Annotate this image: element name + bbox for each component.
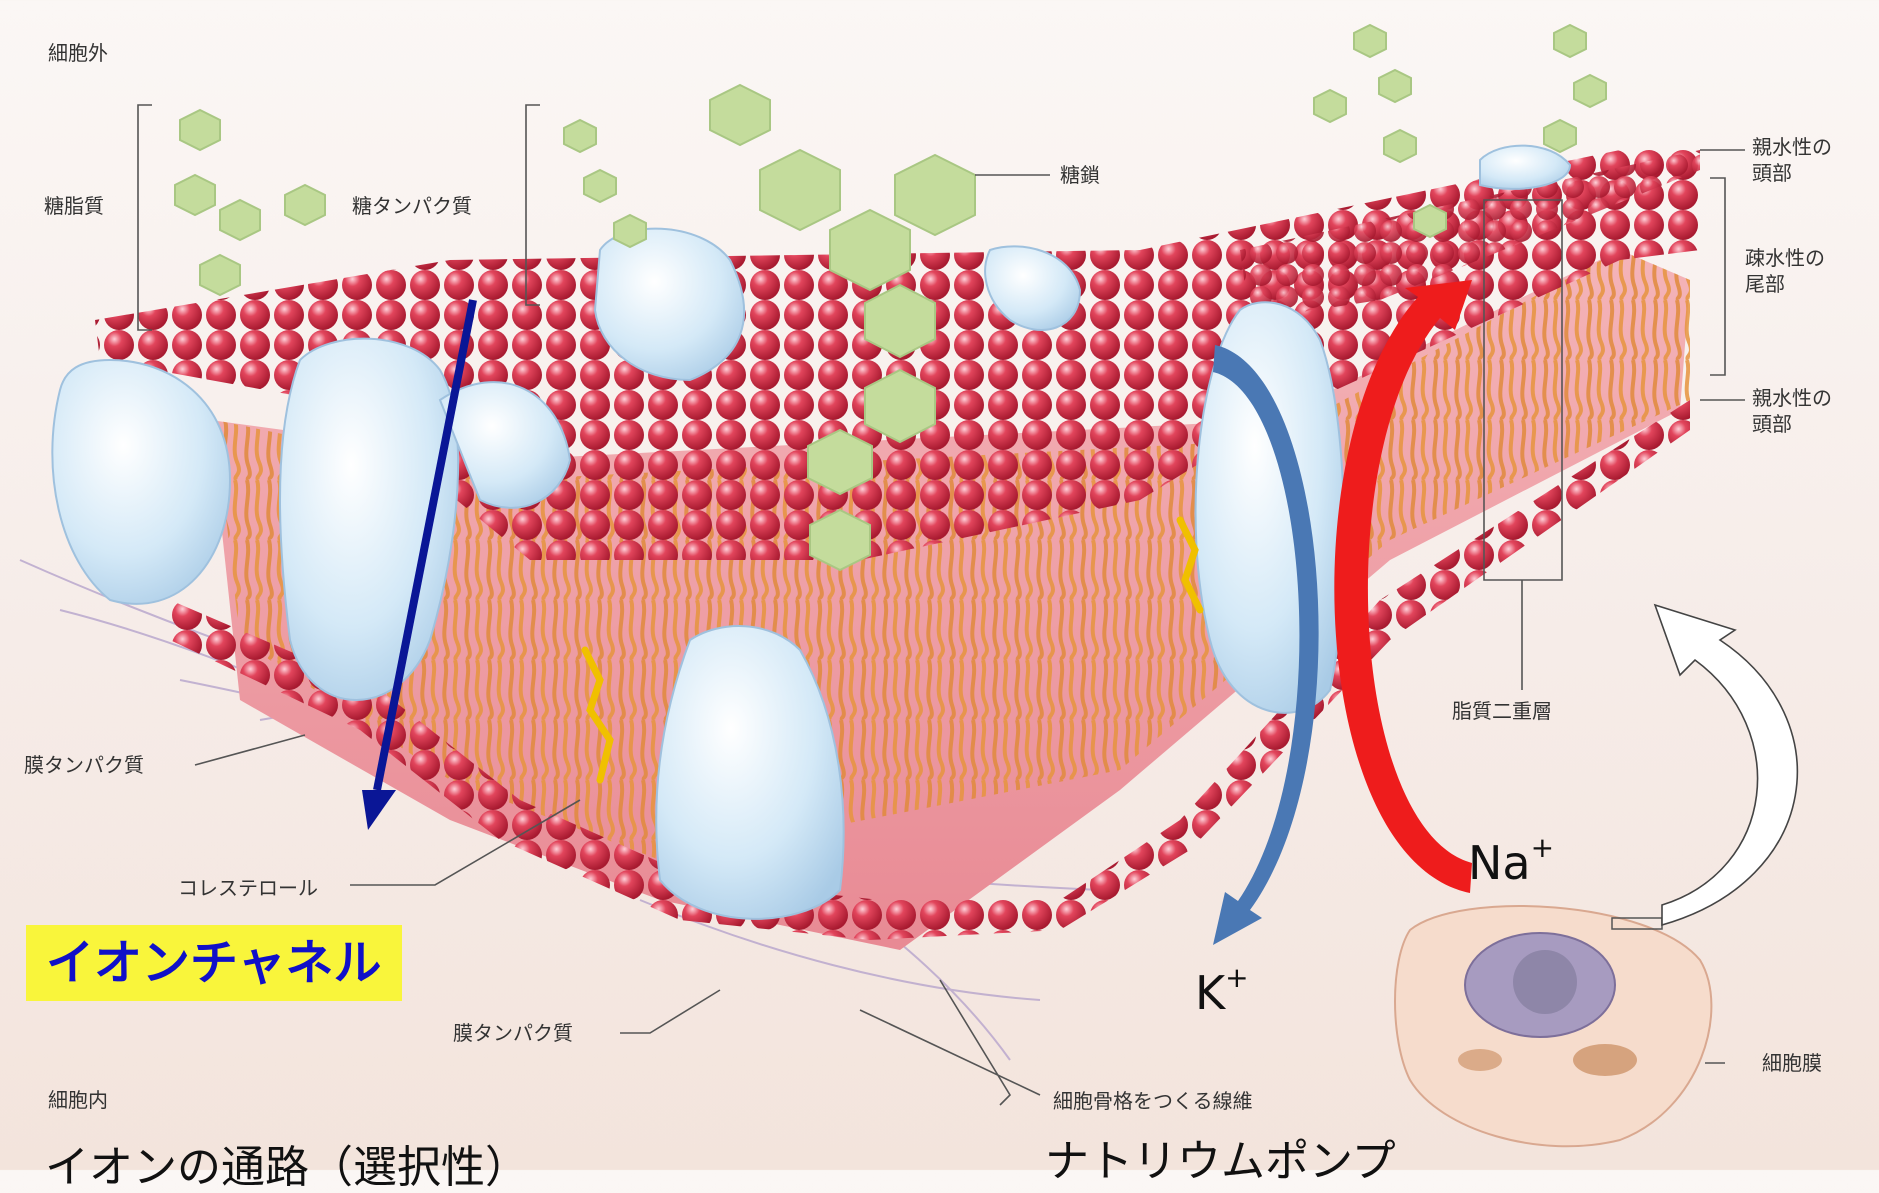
ion-pathway-caption: イオンの通路（選択性）	[45, 1146, 529, 1190]
label-hydrophilic-head-top: 親水性の 頭部	[1752, 134, 1832, 186]
label-cytoskeleton-fiber: 細胞骨格をつくる線維	[1053, 1088, 1253, 1114]
label-glycoprotein: 糖タンパク質	[352, 193, 472, 219]
label-membrane-protein-bottom: 膜タンパク質	[453, 1020, 573, 1046]
label-hydrophobic-tail: 疎水性の 尾部	[1745, 245, 1825, 297]
label-lipid-bilayer: 脂質二重層	[1452, 698, 1552, 724]
sodium-ion-label: Na+	[1468, 840, 1554, 886]
potassium-ion-label: K+	[1195, 970, 1249, 1016]
cell-illustration	[1395, 906, 1711, 1146]
label-cholesterol: コレステロール	[178, 875, 318, 901]
label-sugar-chain: 糖鎖	[1060, 162, 1100, 188]
sodium-pump-caption: ナトリウムポンプ	[1045, 1140, 1396, 1184]
label-glycolipid: 糖脂質	[44, 193, 104, 219]
label-cell-membrane: 細胞膜	[1762, 1050, 1822, 1076]
zoom-arrow	[1655, 605, 1797, 925]
ion-channel-badge: イオンチャネル	[26, 925, 402, 1001]
label-membrane-protein-left: 膜タンパク質	[24, 752, 144, 778]
ion-channel-arrowhead	[362, 790, 396, 830]
label-hydrophilic-head-bottom: 親水性の 頭部	[1752, 385, 1832, 437]
label-extracellular: 細胞外	[48, 40, 108, 66]
label-intracellular: 細胞内	[48, 1087, 108, 1113]
